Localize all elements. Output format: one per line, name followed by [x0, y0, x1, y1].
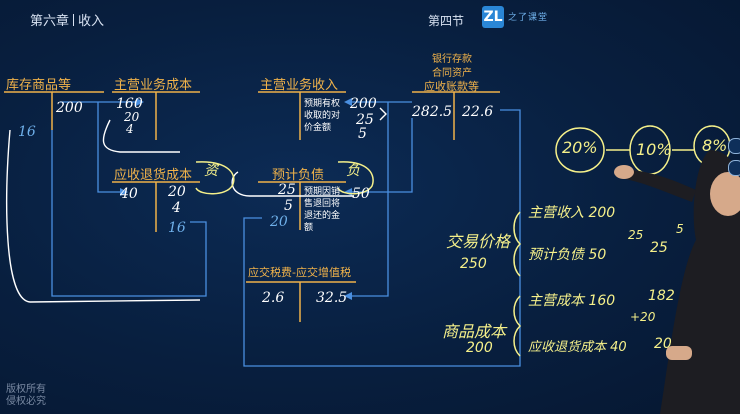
lecturer-image — [614, 150, 740, 414]
ink-curve-3 — [231, 171, 354, 197]
acct-inventory: 库存商品等 — [6, 78, 72, 93]
gc-x1: 182 — [648, 288, 675, 304]
acct-bank: 银行存款 — [432, 54, 472, 65]
tag-liability: 负 — [346, 163, 360, 179]
arrow-recv-prov — [352, 118, 413, 193]
section-label: 第四节 — [428, 14, 465, 28]
acct-vat: 应交税费-应交增值税 — [248, 266, 351, 279]
tp-x1: 25 — [628, 228, 644, 242]
rev-c: 5 — [358, 126, 367, 142]
gc-x2: +20 — [630, 310, 656, 324]
ink-curve-2 — [6, 129, 201, 303]
recv-debit: 282.5 — [412, 104, 453, 120]
recv-credit: 22.6 — [462, 104, 494, 120]
pct-20: 20% — [562, 138, 598, 157]
brand-logo-icon: ZL — [482, 6, 504, 28]
rev-a: 200 — [350, 96, 377, 112]
acct-contract-asset: 合同资产 — [432, 68, 472, 79]
revenue-note: 预期有权 收取的对 价金额 — [304, 98, 340, 134]
return-debit: 40 — [120, 186, 138, 202]
brace-1 — [513, 211, 522, 277]
prov-c: 50 — [352, 186, 370, 202]
gc-row1: 主营成本 160 — [528, 293, 616, 309]
return-c2: 4 — [172, 200, 181, 216]
tag-asset: 资 — [204, 163, 218, 179]
acct-receivable: 应收账款等 — [424, 80, 479, 93]
gc-x4: 20 — [654, 336, 672, 352]
page-nav-down-button[interactable] — [728, 160, 740, 176]
note-line: 收取的对 — [304, 111, 341, 121]
circle-20pct — [555, 127, 605, 173]
cost-b: 20 — [124, 110, 140, 124]
arrow-return-loop — [51, 130, 207, 297]
note-line: 价金额 — [304, 123, 332, 133]
return-bal: 16 — [168, 220, 186, 236]
pct-10: 10% — [636, 140, 672, 159]
vat-credit: 32.5 — [316, 290, 348, 306]
rev-b: 25 — [356, 112, 374, 128]
acct-cost-main: 主营业务成本 — [114, 78, 193, 93]
gc-total: 200 — [466, 340, 493, 356]
inv-left: 16 — [18, 124, 36, 140]
acct-provision: 预计负债 — [272, 168, 325, 183]
tp-label: 交易价格 — [446, 232, 511, 251]
acct-revenue-main: 主营业务收入 — [260, 78, 339, 93]
cost-c: 4 — [126, 122, 134, 136]
page-nav-up-button[interactable] — [728, 138, 740, 154]
tp-total: 250 — [460, 256, 487, 272]
ink-tick — [379, 107, 387, 121]
inv-debit: 200 — [56, 100, 83, 116]
title-divider — [73, 14, 75, 26]
arrow-recv-vat — [352, 102, 389, 297]
note-line: 预期有权 — [304, 99, 341, 109]
note-line: 退还的金 — [304, 211, 341, 221]
arrow-inv-return — [97, 102, 120, 193]
acct-return-cost: 应收退货成本 — [114, 168, 193, 183]
chapter-number: 第六章 — [30, 14, 70, 29]
gc-row2: 应收退货成本 40 — [528, 340, 627, 355]
tp-row2: 预计负债 50 — [528, 247, 607, 263]
prov-b: 5 — [284, 198, 293, 214]
note-line: 预期因销 — [304, 187, 341, 197]
watermark: 版权所有 侵权必究 — [6, 384, 46, 408]
pct-8: 8% — [702, 136, 728, 155]
top-bar: 第六章收入 第四节 ZL 之了课堂 — [0, 0, 740, 34]
ink-curve-1 — [102, 119, 180, 153]
brace-2 — [513, 295, 522, 357]
prov-bal: 20 — [270, 214, 288, 230]
arrow-prov-loop — [243, 109, 521, 367]
chapter-name: 收入 — [78, 14, 105, 29]
tag-ellipse-asset — [195, 161, 235, 195]
gc-label: 商品成本 — [442, 322, 507, 341]
tp-x2: 25 — [650, 240, 668, 256]
brand-name: 之了课堂 — [508, 13, 549, 23]
prov-a: 25 — [278, 182, 296, 198]
tp-x3: 5 — [676, 222, 684, 236]
note-line: 售退回将 — [304, 199, 341, 209]
note-line: 额 — [304, 223, 314, 233]
watermark-line: 侵权必究 — [6, 396, 46, 407]
provision-note: 预期因销 售退回将 退还的金 额 — [304, 186, 340, 234]
vat-debit: 2.6 — [262, 290, 285, 306]
watermark-line: 版权所有 — [6, 384, 46, 395]
tag-ellipse-liab — [337, 161, 374, 195]
chapter-title: 第六章收入 — [30, 10, 104, 29]
cost-a: 160 — [116, 96, 143, 112]
return-c1: 20 — [168, 184, 186, 200]
tp-row1: 主营收入 200 — [528, 205, 616, 221]
